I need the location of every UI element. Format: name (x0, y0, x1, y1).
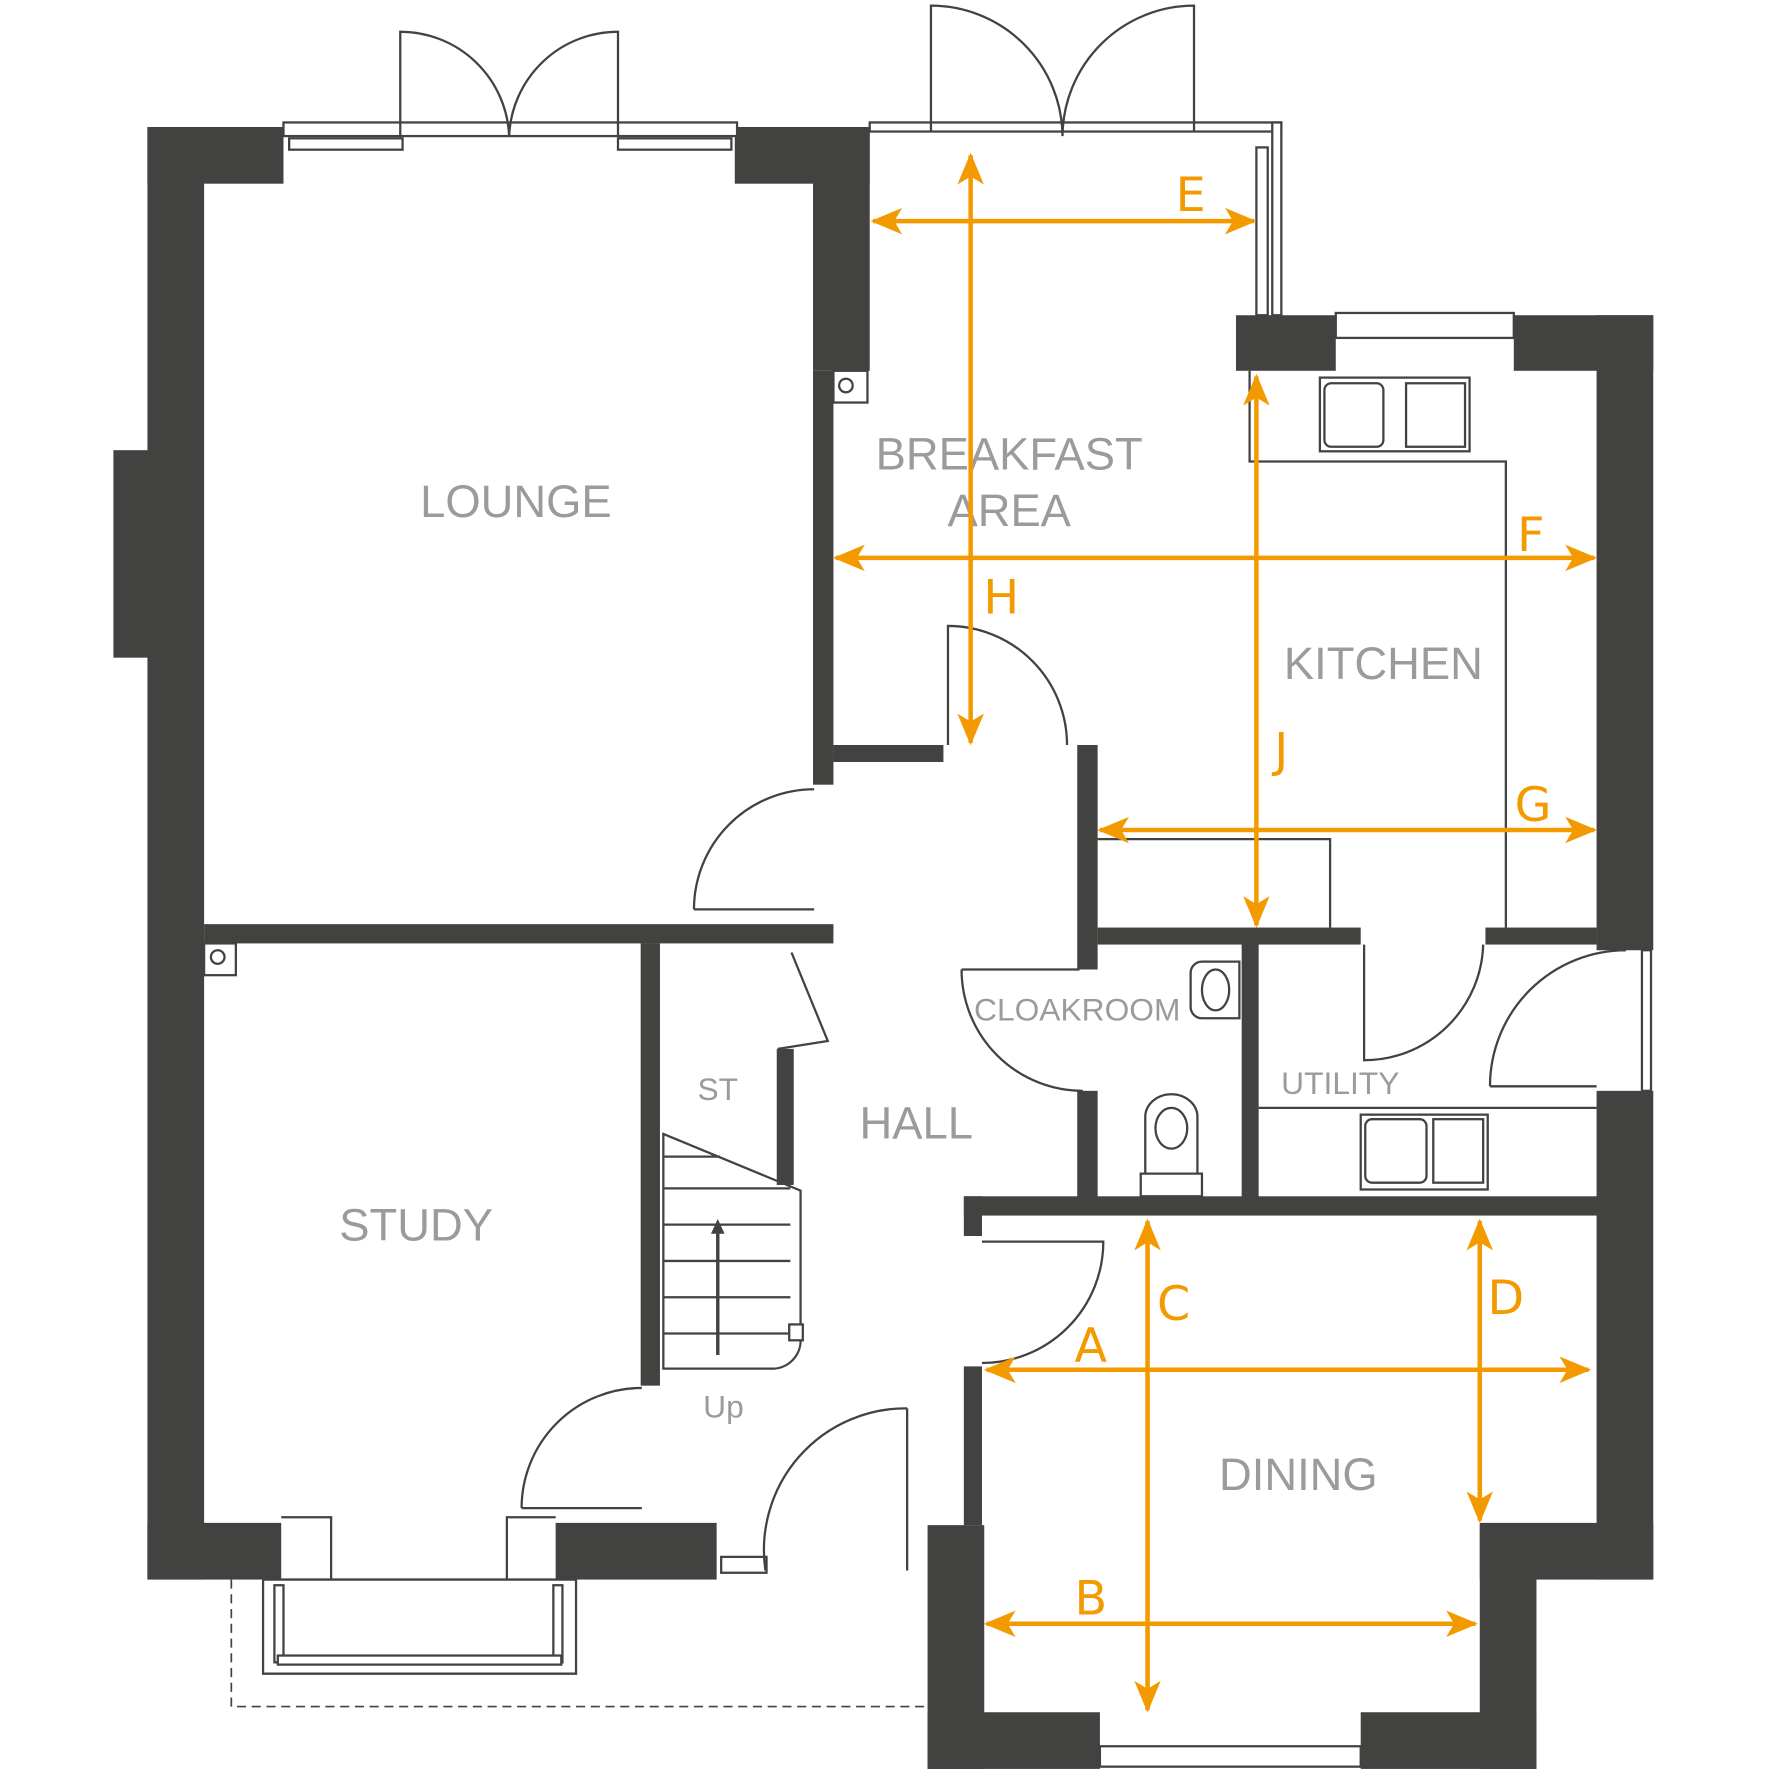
dimension-label-b: B (1075, 1572, 1108, 1627)
room-label-dining: DINING (1219, 1449, 1378, 1500)
utility-sink-icon (1359, 1113, 1489, 1191)
basin-icon (1189, 960, 1241, 1020)
dimension-lines (833, 152, 1597, 1713)
dimension-label-j: J (1271, 724, 1288, 779)
dimension-label-a: A (1075, 1319, 1108, 1374)
dimension-label-c: C (1157, 1277, 1190, 1332)
room-label-utility: UTILITY (1281, 1065, 1399, 1101)
room-label-breakfast-area: AREA (947, 485, 1071, 536)
doors (399, 4, 1627, 1571)
dimension-label-g: G (1515, 778, 1552, 833)
dimension-label-d: D (1488, 1271, 1525, 1326)
walls (113, 127, 1654, 1769)
windows (230, 121, 1653, 1768)
dimension-label-e: E (1176, 168, 1206, 223)
room-label-cloakroom: CLOAKROOM (974, 992, 1180, 1028)
chimney-breast (113, 450, 150, 658)
boiler-icon (202, 942, 237, 977)
room-label-store: ST (697, 1071, 738, 1107)
kitchen-sink-icon (1318, 376, 1471, 453)
room-label-hall: HALL (859, 1097, 972, 1148)
room-label-breakfast: BREAKFAST (876, 428, 1143, 479)
room-label-kitchen: KITCHEN (1284, 638, 1483, 689)
fittings (202, 369, 1597, 1198)
dimension-label-h: H (983, 570, 1019, 625)
room-label-lounge: LOUNGE (420, 476, 612, 527)
room-label-study: STUDY (339, 1200, 493, 1251)
staircase (662, 1132, 804, 1370)
toilet-icon (1139, 1093, 1204, 1198)
dimension-label-f: F (1517, 508, 1544, 563)
stairs-up-label: Up (703, 1388, 744, 1424)
